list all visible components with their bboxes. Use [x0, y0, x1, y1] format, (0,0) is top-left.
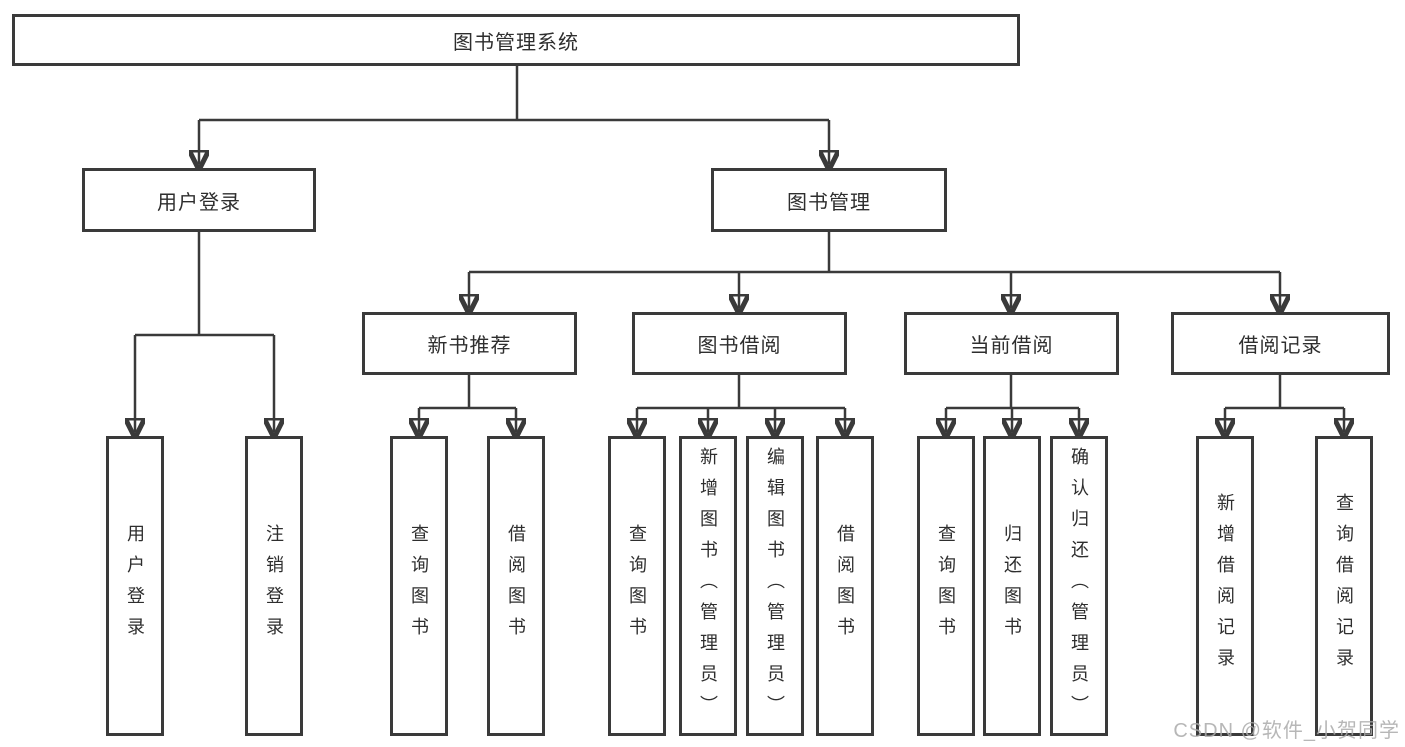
node-book-borrow: 图书借阅: [632, 312, 847, 375]
leaf-query-book-2: 查询图书: [608, 436, 666, 736]
node-user-login: 用户登录: [82, 168, 316, 232]
csdn-watermark: CSDN @软件_小贺同学: [1173, 720, 1400, 742]
leaf-query-book-3-label: 查询图书: [936, 524, 956, 648]
leaf-borrow-book-1: 借阅图书: [487, 436, 545, 736]
leaf-edit-book-admin-label: 编辑图书（管理员）: [765, 446, 785, 726]
wire-user-login-leaves: [135, 232, 274, 432]
leaf-query-borrow-record-label: 查询借阅记录: [1334, 493, 1354, 679]
leaf-query-borrow-record: 查询借阅记录: [1315, 436, 1373, 736]
node-borrow-record-label: 借阅记录: [1238, 335, 1323, 357]
node-library-system: 图书管理系统: [12, 14, 1020, 66]
leaf-add-book-admin-label: 新增图书（管理员）: [698, 446, 718, 726]
leaf-query-book-2-label: 查询图书: [627, 524, 647, 648]
node-current-borrow-label: 当前借阅: [969, 335, 1054, 357]
wire-book-management-level3: [469, 232, 1280, 308]
node-book-management-label: 图书管理: [787, 191, 871, 214]
leaf-user-login: 用户登录: [106, 436, 164, 736]
wire-book-borrow-leaves: [637, 375, 845, 432]
leaf-borrow-book-2-label: 借阅图书: [835, 524, 855, 648]
node-new-book-recommend-label: 新书推荐: [427, 335, 512, 357]
node-new-book-recommend: 新书推荐: [362, 312, 577, 375]
leaf-edit-book-admin: 编辑图书（管理员）: [746, 436, 804, 736]
node-user-login-label: 用户登录: [157, 191, 241, 214]
node-borrow-record: 借阅记录: [1171, 312, 1390, 375]
node-library-system-label: 图书管理系统: [453, 31, 579, 54]
leaf-borrow-book-1-label: 借阅图书: [506, 524, 526, 648]
leaf-return-book-label: 归还图书: [1002, 524, 1022, 648]
wire-borrow-record-leaves: [1225, 375, 1344, 432]
leaf-add-book-admin: 新增图书（管理员）: [679, 436, 737, 736]
node-book-management: 图书管理: [711, 168, 947, 232]
leaf-logout-label: 注销登录: [264, 524, 284, 648]
node-book-borrow-label: 图书借阅: [697, 335, 782, 357]
node-current-borrow: 当前借阅: [904, 312, 1119, 375]
leaf-query-book-1: 查询图书: [390, 436, 448, 736]
wire-current-borrow-leaves: [946, 375, 1079, 432]
leaf-confirm-return-admin: 确认归还（管理员）: [1050, 436, 1108, 736]
leaf-confirm-return-admin-label: 确认归还（管理员）: [1069, 446, 1089, 726]
leaf-borrow-book-2: 借阅图书: [816, 436, 874, 736]
leaf-add-borrow-record: 新增借阅记录: [1196, 436, 1254, 736]
wire-new-book-leaves: [419, 375, 516, 432]
leaf-query-book-3: 查询图书: [917, 436, 975, 736]
wire-root-to-level2: [199, 66, 829, 164]
leaf-query-book-1-label: 查询图书: [409, 524, 429, 648]
leaf-return-book: 归还图书: [983, 436, 1041, 736]
leaf-user-login-label: 用户登录: [125, 524, 145, 648]
leaf-add-borrow-record-label: 新增借阅记录: [1215, 493, 1235, 679]
leaf-logout: 注销登录: [245, 436, 303, 736]
